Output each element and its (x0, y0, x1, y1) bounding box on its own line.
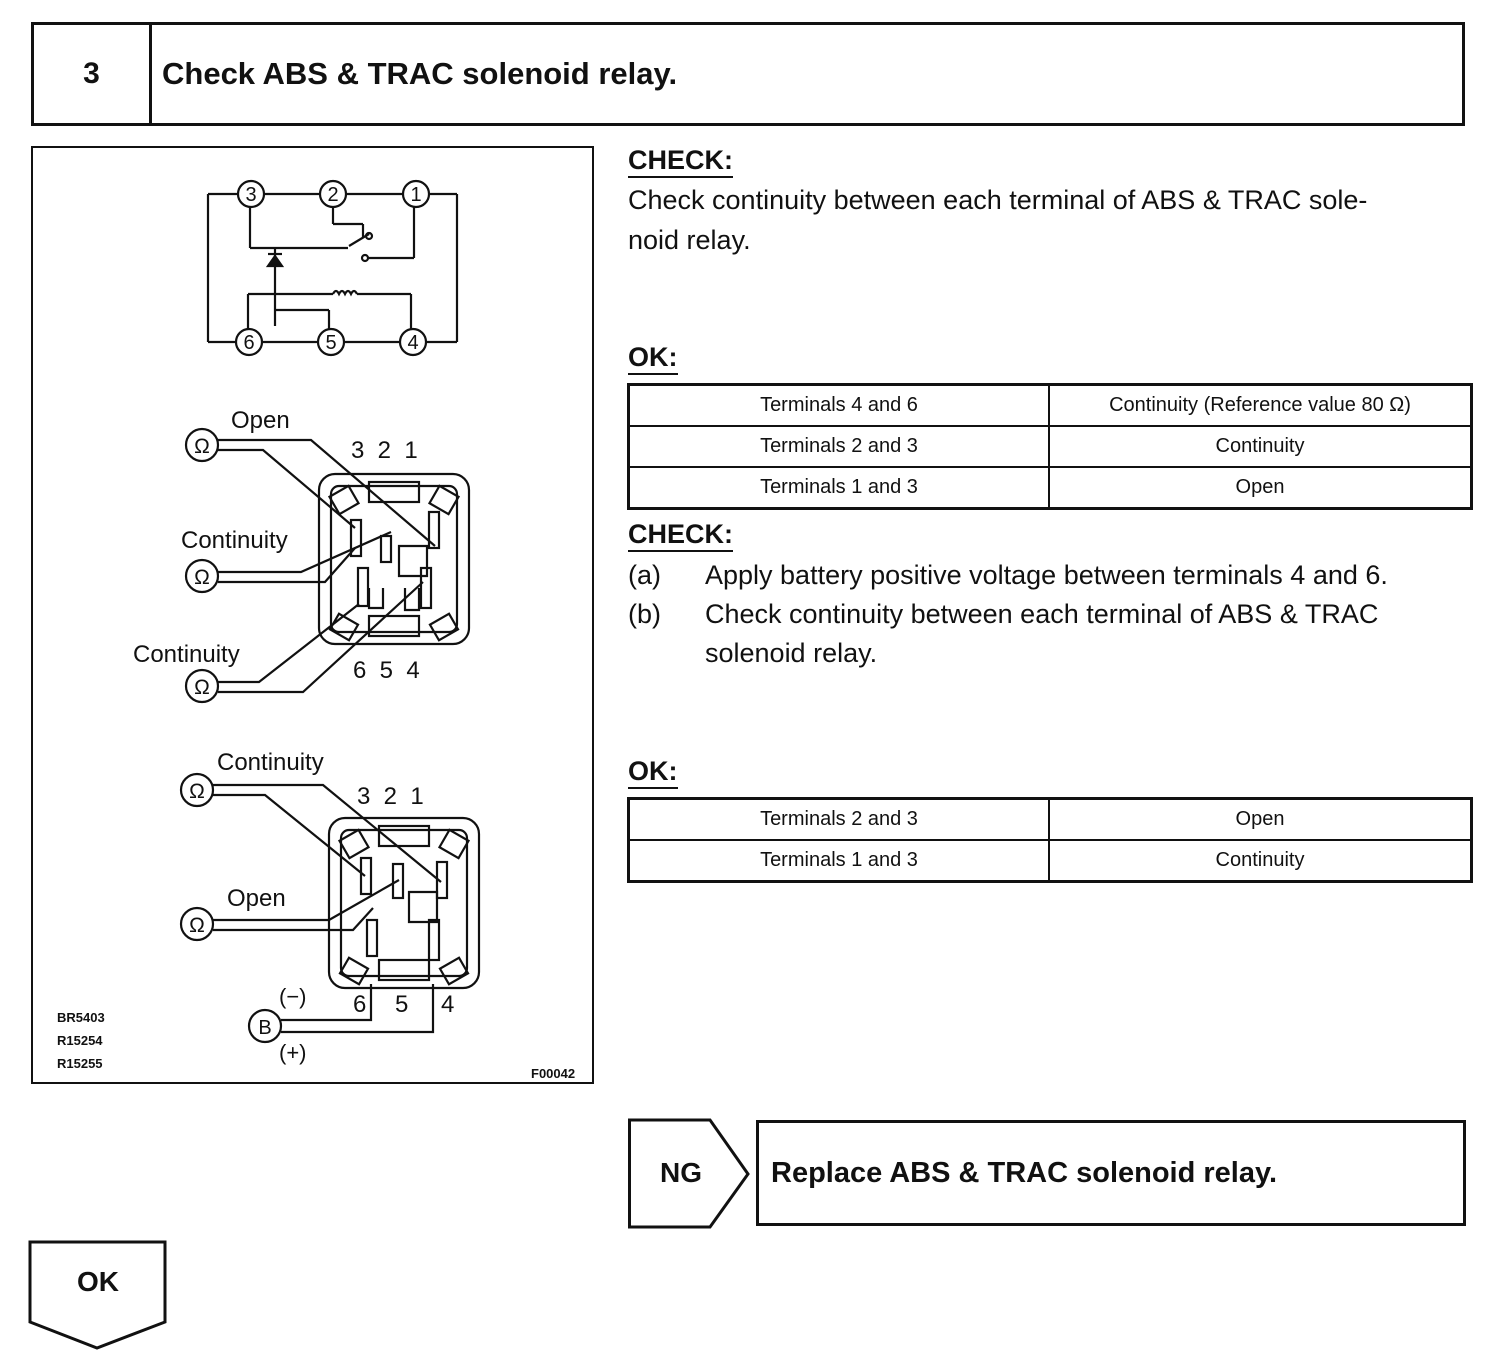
check-1-line: Check continuity between each terminal o… (628, 185, 1368, 215)
relay-figure: 3 2 1 6 5 4 (31, 146, 594, 1084)
view1-label-continuity-a: Continuity (181, 527, 288, 554)
table-cell-terminals: Terminals 2 and 3 (627, 425, 1050, 468)
table-row: Terminals 2 and 3 Open (627, 797, 1473, 841)
ng-action: Replace ABS & TRAC solenoid relay. (756, 1120, 1466, 1226)
check-1-text: Check continuity between each terminal o… (628, 180, 1473, 260)
battery-minus: (−) (279, 984, 307, 1009)
table-cell-result: Open (1048, 466, 1473, 510)
table-cell-result: Continuity (1048, 425, 1473, 468)
ng-label: NG (660, 1157, 702, 1188)
table-row: Terminals 2 and 3 Continuity (627, 425, 1473, 468)
schematic-terminal-2: 2 (327, 184, 338, 206)
table-cell-result: Continuity (Reference value 80 Ω) (1048, 383, 1473, 427)
ok-arrow-shape (28, 1240, 167, 1350)
ok-heading: OK: (628, 342, 678, 375)
figure-code: R15255 (57, 1056, 103, 1071)
table-row: Terminals 1 and 3 Continuity (627, 839, 1473, 883)
table-cell-result: Open (1048, 797, 1473, 841)
ok-1: OK: (628, 341, 678, 375)
view2-terminal-4: 4 (441, 991, 454, 1018)
check-2: CHECK: (628, 518, 733, 552)
view1-top-terminals: 3 2 1 (351, 437, 418, 464)
check-1: CHECK: (628, 144, 733, 178)
ohm-meter-icon: Ω (189, 780, 205, 803)
view1-label-continuity-b: Continuity (133, 641, 240, 668)
table-cell-terminals: Terminals 2 and 3 (627, 797, 1050, 841)
table-cell-terminals: Terminals 4 and 6 (627, 383, 1050, 427)
list-text: Apply battery positive voltage between t… (705, 560, 1388, 590)
relay-view-2 (179, 772, 481, 1044)
view1-label-open: Open (231, 407, 290, 434)
view2-terminal-5: 5 (395, 991, 408, 1018)
list-item: (b) Check continuity between each termin… (628, 595, 1473, 673)
schematic-terminal-4: 4 (407, 332, 418, 354)
check-2-list: (a) Apply battery positive voltage betwe… (628, 556, 1473, 673)
view2-label-continuity: Continuity (217, 749, 324, 776)
view1-bottom-terminals: 6 5 4 (353, 657, 420, 684)
list-marker: (b) (628, 599, 661, 629)
view2-terminal-6: 6 (353, 991, 366, 1018)
battery-plus: (+) (279, 1040, 307, 1065)
ohm-meter-icon: Ω (194, 676, 210, 699)
step-header: 3 Check ABS & TRAC solenoid relay. (31, 22, 1465, 126)
check-heading: CHECK: (628, 519, 733, 552)
list-item: (a) Apply battery positive voltage betwe… (628, 556, 1473, 595)
table-cell-result: Continuity (1048, 839, 1473, 883)
ohm-meter-icon: Ω (194, 435, 210, 458)
list-marker: (a) (628, 560, 661, 590)
figure-code: BR5403 (57, 1010, 105, 1025)
check-heading: CHECK: (628, 145, 733, 178)
check-1-line: noid relay. (628, 225, 751, 255)
schematic-terminal-1: 1 (410, 184, 421, 206)
list-text: solenoid relay. (705, 638, 878, 668)
relay-schematic (206, 179, 459, 357)
schematic-terminal-5: 5 (325, 332, 336, 354)
table-cell-terminals: Terminals 1 and 3 (627, 466, 1050, 510)
figure-id: F00042 (531, 1066, 575, 1081)
schematic-terminal-6: 6 (243, 332, 254, 354)
relay-view-1 (184, 427, 471, 704)
list-text: Check continuity between each terminal o… (705, 599, 1379, 629)
step-title: Check ABS & TRAC solenoid relay. (162, 56, 678, 91)
table-cell-terminals: Terminals 1 and 3 (627, 839, 1050, 883)
table-row: Terminals 1 and 3 Open (627, 466, 1473, 510)
ohm-meter-icon: Ω (194, 566, 210, 589)
step-number: 3 (34, 25, 152, 123)
schematic-terminal-3: 3 (245, 184, 256, 206)
ok-heading: OK: (628, 756, 678, 789)
table-row: Terminals 4 and 6 Continuity (Reference … (627, 383, 1473, 427)
ohm-meter-icon: Ω (189, 914, 205, 937)
ok-2-table: Terminals 2 and 3 Open Terminals 1 and 3… (627, 797, 1473, 883)
ok-next-label: OK (77, 1266, 119, 1297)
ng-arrow-shape (628, 1118, 750, 1229)
view2-label-open: Open (227, 885, 286, 912)
figure-code: R15254 (57, 1033, 103, 1048)
ok-1-table: Terminals 4 and 6 Continuity (Reference … (627, 383, 1473, 510)
view2-top-terminals: 3 2 1 (357, 783, 424, 810)
ok-2: OK: (628, 755, 678, 789)
relay-diagram: 3 2 1 6 5 4 (57, 179, 575, 1081)
battery-icon: B (258, 1017, 271, 1039)
